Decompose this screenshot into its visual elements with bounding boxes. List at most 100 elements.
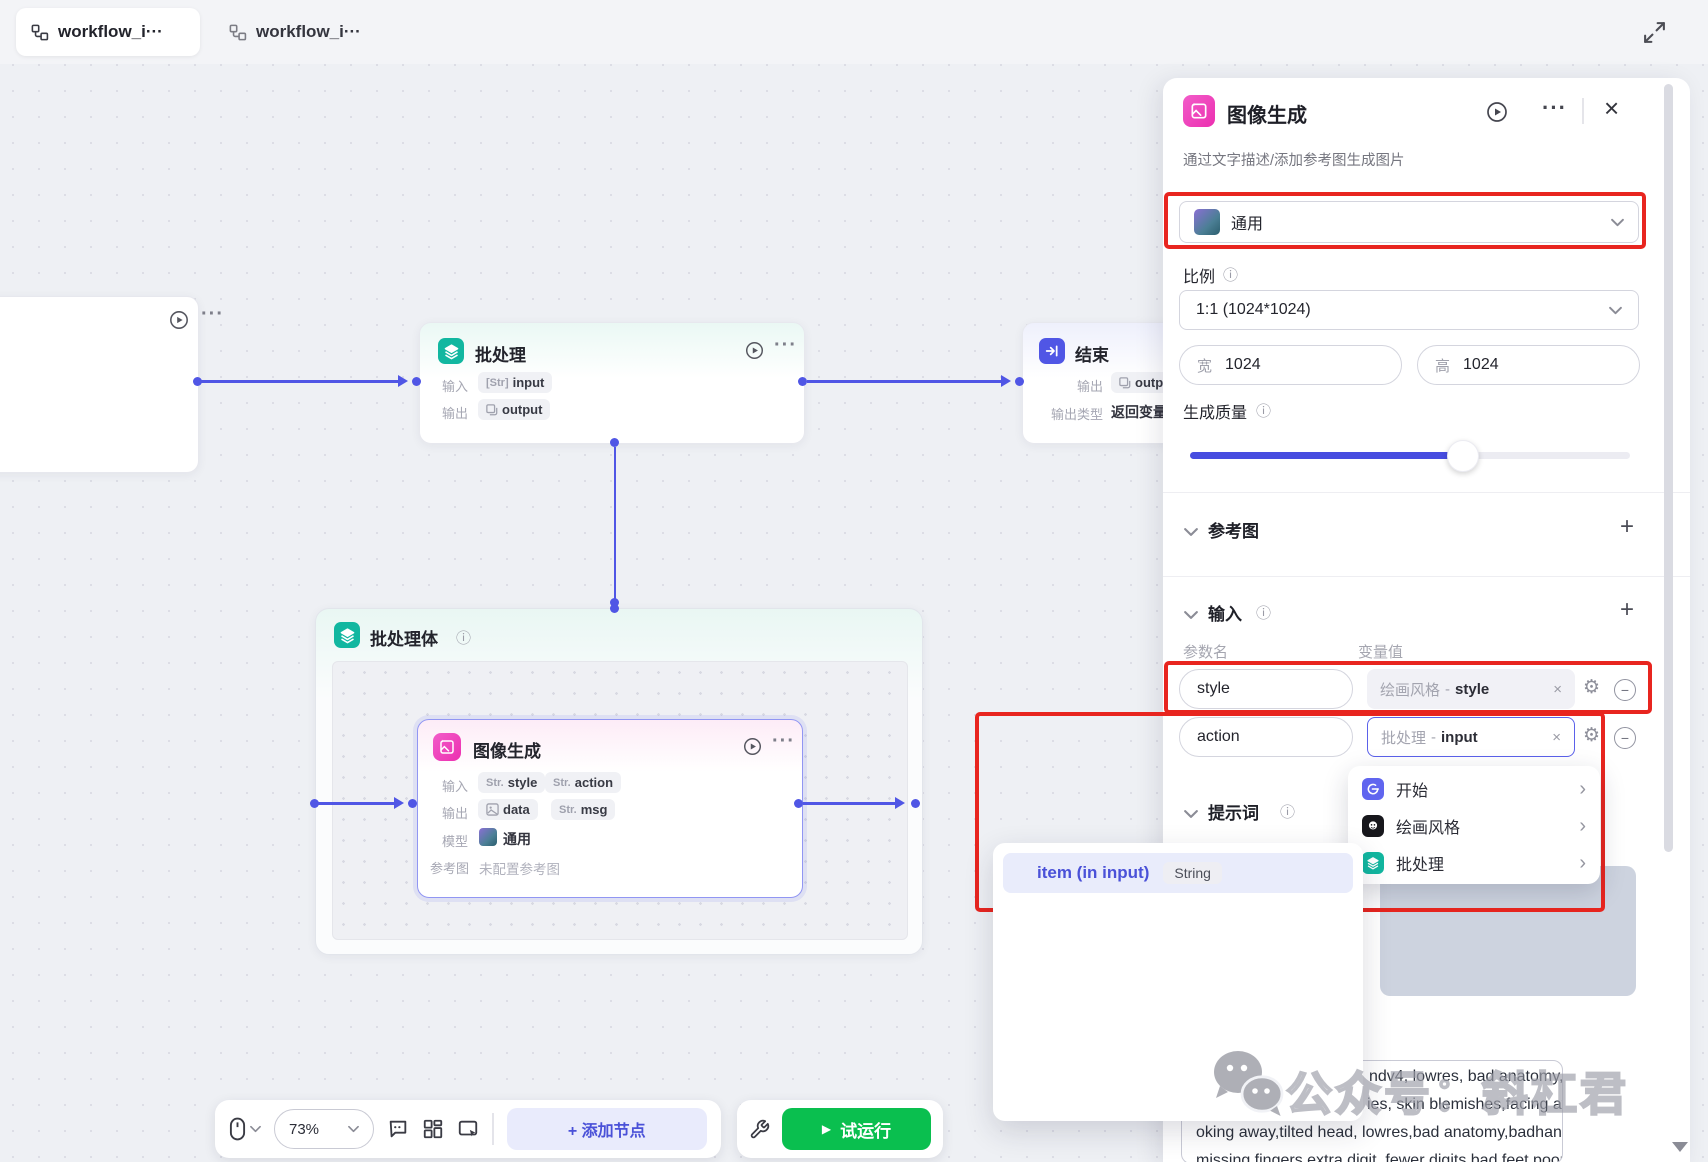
end-icon (1039, 338, 1065, 364)
edge (807, 380, 1003, 383)
partial-node[interactable]: ··· (0, 296, 223, 473)
variable-ref-tag-action[interactable]: 批处理 - input × (1367, 717, 1575, 757)
tab-label: workflow_i··· (58, 22, 163, 41)
container-port[interactable] (310, 799, 319, 808)
expand-icon[interactable] (1642, 20, 1667, 50)
panel-title: 图像生成 (1227, 105, 1307, 127)
remove-tag-icon[interactable]: × (1553, 680, 1562, 698)
type-str-icon: Str. (486, 776, 504, 789)
wrench-icon[interactable] (749, 1119, 770, 1140)
chevron-down-icon[interactable] (1184, 806, 1198, 824)
add-input-button[interactable]: + (1620, 596, 1635, 623)
input-section-title: 输入 (1208, 605, 1242, 624)
menu-item-batch[interactable]: 批处理 › (1348, 844, 1600, 882)
edge (613, 447, 616, 600)
reference-section-title: 参考图 (1208, 522, 1259, 541)
quality-slider-fill (1190, 452, 1462, 459)
param-badge-style: Str.style (478, 772, 546, 793)
quality-label: 生成质量 (1183, 405, 1248, 422)
info-icon[interactable]: ⓘ (1223, 267, 1239, 284)
type-str-icon: [Str] (486, 376, 509, 389)
layout-grid-icon[interactable] (422, 1118, 444, 1140)
info-icon[interactable]: ⓘ (1256, 403, 1272, 420)
width-field[interactable]: 宽 1024 (1179, 345, 1402, 385)
comment-icon[interactable] (387, 1118, 409, 1140)
run-button[interactable]: ▶ 试运行 (782, 1108, 931, 1150)
batch-layers-icon (334, 622, 360, 648)
canvas-toolbar: 73% + 添加节点 (215, 1100, 721, 1158)
tab-workflow-inactive[interactable]: workflow_i··· (214, 8, 394, 56)
info-icon[interactable]: ⓘ (1256, 605, 1272, 622)
edge-port (911, 799, 920, 808)
height-field[interactable]: 高 1024 (1417, 345, 1640, 385)
wechat-icon (1208, 1046, 1288, 1127)
mouse-mode-icon[interactable] (229, 1116, 261, 1142)
model-select[interactable]: 通用 (1179, 201, 1639, 243)
node-batch[interactable]: 批处理 ··· 输入 [Str] input 输出 output (419, 322, 805, 444)
close-icon[interactable]: × (1604, 93, 1620, 123)
chevron-right-icon: › (1579, 814, 1586, 837)
add-node-button[interactable]: + 添加节点 (506, 1108, 707, 1150)
workflow-icon (228, 23, 247, 42)
quality-slider-handle[interactable] (1447, 440, 1479, 472)
param-name-input-style[interactable]: style (1179, 669, 1353, 709)
run-node-icon[interactable] (1486, 101, 1508, 128)
height-value: 1024 (1463, 356, 1499, 373)
chevron-down-icon[interactable] (1184, 524, 1198, 542)
minimap-icon[interactable] (457, 1118, 479, 1140)
variable-value-column: 变量值 (1358, 644, 1404, 661)
prompt-section-title: 提示词 (1208, 804, 1259, 823)
node-port[interactable] (798, 377, 807, 386)
variable-picker-menu: item (in input) String (993, 843, 1363, 1121)
node-port[interactable] (794, 799, 803, 808)
menu-item-paint-style[interactable]: 绘画风格 › (1348, 807, 1600, 845)
remove-tag-icon[interactable]: × (1552, 728, 1561, 746)
param-name-column: 参数名 (1183, 644, 1229, 661)
param-badge-action: Str.action (545, 772, 622, 793)
menu-item-start[interactable]: 开始 › (1348, 770, 1600, 808)
container-title: 批处理体 (370, 630, 438, 649)
width-label: 宽 (1197, 357, 1213, 375)
remove-row-button[interactable]: − (1614, 679, 1636, 701)
add-node-label: + 添加节点 (567, 1123, 646, 1140)
type-array-icon (486, 403, 498, 416)
tab-workflow-active[interactable]: workflow_i··· (16, 8, 200, 56)
edge (803, 802, 899, 805)
row-label: 输出 (442, 406, 469, 421)
run-node-icon[interactable] (745, 341, 764, 365)
more-icon[interactable]: ··· (772, 730, 795, 752)
info-icon[interactable]: ⓘ (1280, 804, 1296, 821)
info-icon[interactable]: ⓘ (456, 630, 472, 647)
edge-port (193, 377, 202, 386)
run-label: 试运行 (840, 1121, 892, 1141)
more-icon[interactable]: ··· (201, 303, 224, 325)
ratio-value: 1:1 (1024*1024) (1196, 301, 1311, 318)
scroll-down-icon[interactable] (1672, 1142, 1688, 1152)
remove-row-button[interactable]: − (1614, 727, 1636, 749)
image-gen-icon (433, 733, 461, 761)
gear-icon[interactable]: ⚙ (1583, 677, 1601, 698)
type-image-icon (486, 803, 499, 816)
param-name-input-action[interactable]: action (1179, 717, 1353, 757)
run-node-icon[interactable] (169, 310, 189, 335)
zoom-select[interactable]: 73% (274, 1109, 374, 1149)
node-image-gen[interactable]: 图像生成 ··· 输入 Str.style Str.action 输出 data… (417, 719, 803, 898)
add-reference-button[interactable]: + (1620, 513, 1635, 540)
more-icon[interactable]: ··· (1542, 95, 1567, 120)
node-title: 图像生成 (473, 742, 541, 761)
run-node-icon[interactable] (743, 737, 762, 761)
menu-item-item-in-input[interactable]: item (in input) String (1003, 853, 1353, 893)
edge-arrowhead (1001, 375, 1011, 387)
chevron-down-icon[interactable] (1184, 607, 1198, 625)
node-port[interactable] (610, 438, 619, 447)
prompt-textarea-dimmed[interactable] (1380, 866, 1636, 996)
header-divider (1582, 98, 1584, 124)
source-node-label: 绘画风格 (1380, 681, 1441, 699)
ratio-select[interactable]: 1:1 (1024*1024) (1179, 290, 1639, 330)
gear-icon[interactable]: ⚙ (1583, 725, 1601, 746)
variable-ref-tag-style[interactable]: 绘画风格 - style × (1367, 669, 1575, 709)
container-port[interactable] (610, 604, 619, 613)
width-value: 1024 (1225, 356, 1261, 373)
panel-scrollbar-thumb[interactable] (1664, 84, 1673, 852)
more-icon[interactable]: ··· (774, 334, 797, 356)
